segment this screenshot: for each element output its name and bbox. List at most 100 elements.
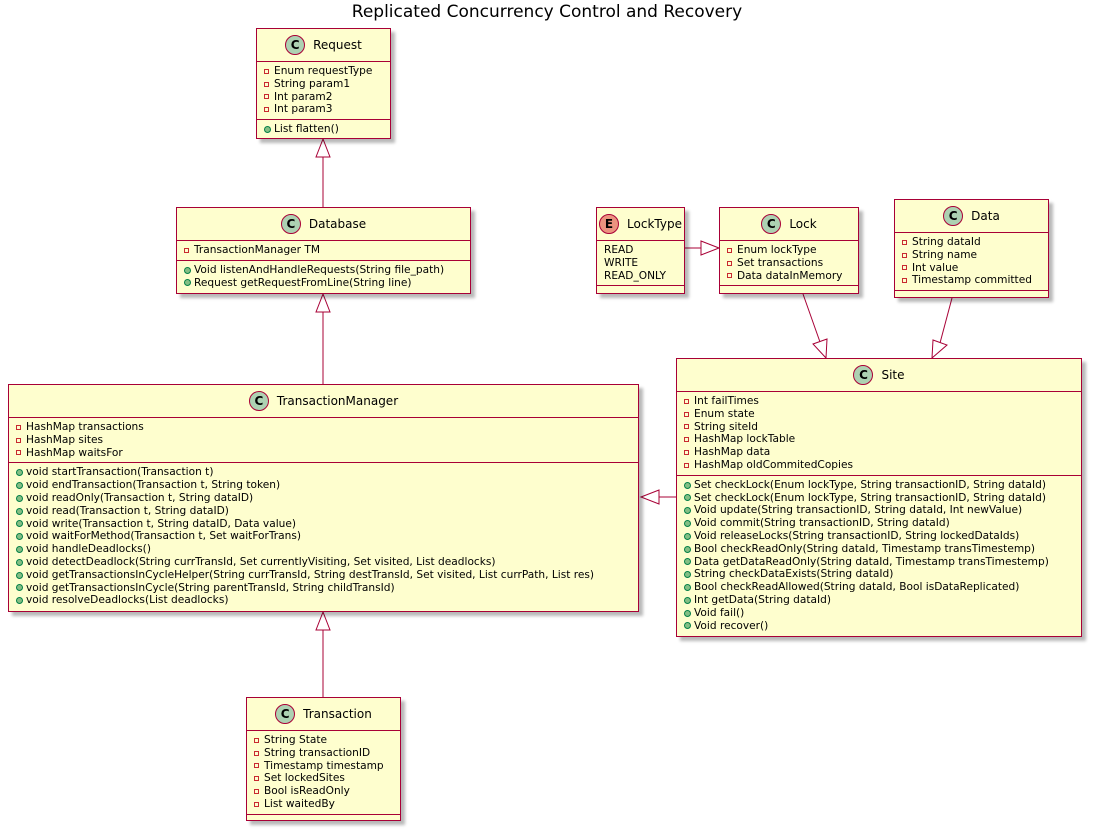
field-row: Set transactions <box>720 257 858 270</box>
method-text: void startTransaction(Transaction t) <box>26 466 214 479</box>
edge-transaction-transactionmanager <box>315 610 331 697</box>
public-visibility-icon <box>184 277 193 289</box>
public-visibility-icon <box>684 569 693 581</box>
public-visibility-icon <box>16 492 25 504</box>
private-visibility-icon <box>254 786 263 798</box>
class-stereotype-icon: C <box>280 214 301 234</box>
field-row: HashMap transactions <box>9 421 638 434</box>
field-text: Int value <box>912 261 959 274</box>
enum-value-row: READ_ONLY <box>597 270 684 283</box>
private-visibility-icon <box>684 395 693 407</box>
field-text: Set lockedSites <box>264 772 345 785</box>
method-row: Void listenAndHandleRequests(String file… <box>177 264 470 277</box>
field-text: READ_ONLY <box>604 269 666 282</box>
private-visibility-icon <box>264 104 273 116</box>
enum-value-row: WRITE <box>597 257 684 270</box>
enum-value-row: READ <box>597 244 684 257</box>
field-row: String param1 <box>257 78 390 91</box>
private-visibility-icon <box>254 734 263 746</box>
enum-stereotype-icon: E <box>599 214 620 234</box>
field-text: Data dataInMemory <box>737 269 843 282</box>
method-text: Void recover() <box>694 619 769 632</box>
methods-section <box>895 290 1048 301</box>
public-visibility-icon <box>16 582 25 594</box>
field-text: TransactionManager TM <box>194 244 321 256</box>
method-row: Bool checkReadAllowed(String dataId, Boo… <box>677 581 1081 594</box>
private-visibility-icon <box>684 447 693 459</box>
public-visibility-icon <box>16 505 25 517</box>
field-row: String dataId <box>895 236 1048 249</box>
method-row: void getTransactionsInCycleHelper(String… <box>9 569 638 582</box>
private-visibility-icon <box>254 773 263 785</box>
class-header: C Request <box>257 29 390 62</box>
field-row: Int value <box>895 262 1048 275</box>
field-row: HashMap oldCommitedCopies <box>677 459 1081 472</box>
method-text: Void listenAndHandleRequests(String file… <box>194 263 445 276</box>
field-text: Timestamp committed <box>912 274 1032 287</box>
method-row: Void fail() <box>677 607 1081 620</box>
field-row: Set lockedSites <box>247 772 400 785</box>
methods-section: Void listenAndHandleRequests(String file… <box>177 259 470 293</box>
method-row: Void update(String transactionID, String… <box>677 504 1081 517</box>
public-visibility-icon <box>684 607 693 619</box>
public-visibility-icon <box>16 518 25 530</box>
public-visibility-icon <box>264 124 273 136</box>
class-stereotype-icon: C <box>275 704 296 724</box>
method-row: void read(Transaction t, String dataID) <box>9 505 638 518</box>
private-visibility-icon <box>184 244 193 256</box>
method-row: void waitForMethod(Transaction t, Set wa… <box>9 530 638 543</box>
field-row: Enum requestType <box>257 65 390 78</box>
method-row: void getTransactionsInCycle(String paren… <box>9 582 638 595</box>
method-text: void handleDeadlocks() <box>26 543 151 556</box>
class-stereotype-icon: C <box>285 35 306 55</box>
private-visibility-icon <box>254 798 263 810</box>
class-stereotype-icon: C <box>943 206 964 226</box>
field-row: Enum state <box>677 408 1081 421</box>
field-text: String dataId <box>912 236 981 248</box>
methods-section <box>597 285 684 296</box>
private-visibility-icon <box>684 421 693 433</box>
edge-site-transactionmanager <box>639 489 676 505</box>
public-visibility-icon <box>16 544 25 556</box>
field-row: HashMap lockTable <box>677 433 1081 446</box>
class-name: Site <box>881 368 905 382</box>
class-name: Request <box>313 38 362 52</box>
method-row: void startTransaction(Transaction t) <box>9 466 638 479</box>
class-stereotype-icon: C <box>761 214 782 234</box>
methods-section: List flatten() <box>257 119 390 139</box>
field-row: Enum lockType <box>720 244 858 257</box>
method-text: void resolveDeadlocks(List deadlocks) <box>26 594 229 607</box>
method-row: Void recover() <box>677 620 1081 633</box>
field-row: TransactionManager TM <box>177 244 470 257</box>
method-row: Data getDataReadOnly(String dataId, Time… <box>677 556 1081 569</box>
method-text: Set checkLock(Enum lockType, String tran… <box>694 478 1046 491</box>
private-visibility-icon <box>16 421 25 433</box>
class-name: Transaction <box>303 707 372 721</box>
public-visibility-icon <box>684 479 693 491</box>
private-visibility-icon <box>16 447 25 459</box>
field-text: Enum state <box>694 407 755 420</box>
method-row: Int getData(String dataId) <box>677 594 1081 607</box>
field-text: String transactionID <box>264 746 371 759</box>
public-visibility-icon <box>16 595 25 607</box>
field-row: HashMap sites <box>9 434 638 447</box>
method-row: void endTransaction(Transaction t, Strin… <box>9 479 638 492</box>
class-stereotype-icon: C <box>853 365 874 385</box>
field-row: String name <box>895 249 1048 262</box>
method-text: Bool checkReadOnly(String dataId, Timest… <box>694 542 1036 555</box>
